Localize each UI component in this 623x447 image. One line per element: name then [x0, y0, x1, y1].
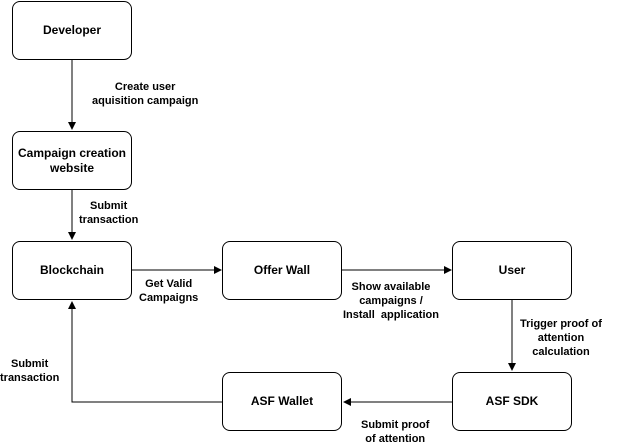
node-asf-sdk: ASF SDK [452, 372, 572, 431]
edge-label-blockchain-to-offerwall: Get Valid Campaigns [139, 278, 199, 304]
node-offer-wall-label: Offer Wall [253, 263, 311, 277]
edge-label-offerwall-to-user: Show available campaigns / Install appli… [343, 281, 439, 321]
node-asf-wallet-label: ASF Wallet [250, 394, 314, 408]
node-blockchain-label: Blockchain [39, 263, 105, 277]
edge-label-site-to-blockchain: Submit transaction [79, 200, 139, 226]
node-blockchain: Blockchain [12, 241, 132, 300]
node-campaign-site: Campaign creation website [12, 131, 132, 190]
edge-label-sdk-to-wallet: Submit proof of attention [361, 419, 430, 445]
node-asf-wallet: ASF Wallet [222, 372, 342, 431]
edge-label-developer-to-site: Create user aquisition campaign [92, 81, 199, 107]
node-offer-wall: Offer Wall [222, 241, 342, 300]
node-asf-sdk-label: ASF SDK [485, 394, 539, 408]
node-user: User [452, 241, 572, 300]
node-campaign-site-label: Campaign creation website [17, 145, 127, 175]
node-developer-label: Developer [42, 23, 102, 37]
edge-label-user-to-sdk: Trigger proof of attention calculation [520, 318, 602, 358]
edge-label-wallet-to-blockchain: Submit transaction [0, 358, 60, 384]
edge-wallet-to-blockchain [68, 301, 222, 403]
node-user-label: User [498, 263, 526, 277]
node-developer: Developer [12, 1, 132, 60]
